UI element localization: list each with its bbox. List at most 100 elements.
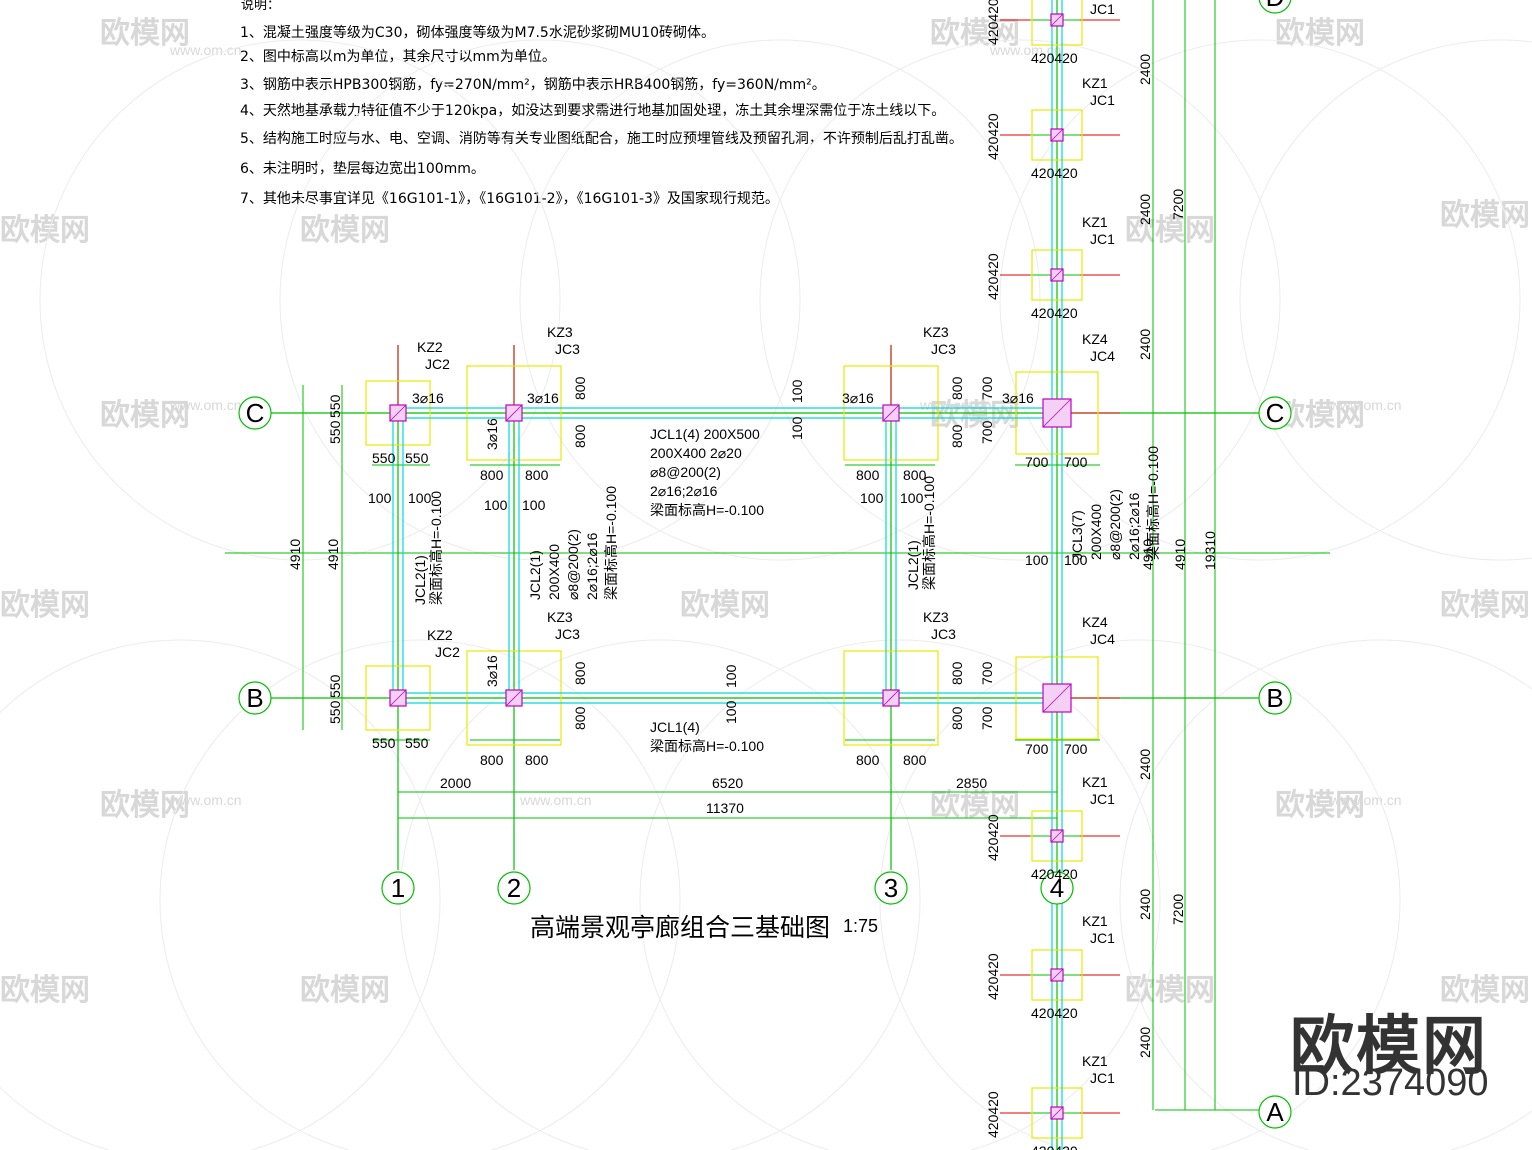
rebar-label: 3⌀16 [1002,390,1034,406]
dimension-text: 700 [979,706,995,730]
beam-label: ⌀8@200(2) [650,464,721,480]
watermark-text: 欧模网 [930,398,1020,433]
column-tag: KZ4 [1082,331,1108,347]
axis-a-circle [1258,1095,1292,1129]
footing-jc3 [843,650,939,746]
axis-4: 4 [1050,873,1064,903]
dimension-text: 700 [1064,741,1088,757]
dimension-text: 7200 [1170,894,1186,925]
dimension-text: 700 [979,420,995,444]
column-kz3-hatch [505,689,523,707]
axis-b-left-circle [238,681,272,715]
dimension-text: 2000 [440,775,471,791]
dimension-text: 550 [327,420,343,444]
watermark-arc [519,39,1041,561]
watermark-site: www.om.cn [919,397,992,413]
dimension-text: 100 [368,490,392,506]
footing-tag: JC3 [555,341,580,357]
dimension-text: 700 [1025,454,1049,470]
column-tag: KZ2 [417,339,443,355]
beam-label: 梁面标高H=-0.100 [603,486,619,600]
beam-label: 2⌀16;2⌀16 [584,532,600,600]
dimension-text: 800 [572,706,588,730]
watermark-text: 欧模网 [1125,973,1215,1008]
dimension-text: 420420 [1031,1005,1078,1021]
dimension-text: 700 [1064,454,1088,470]
footing-jc4 [1015,371,1099,455]
watermark-arc [759,39,1281,561]
footing-jc1 [1031,810,1083,862]
footings [365,0,1099,1139]
footing-jc3 [843,365,939,461]
footing-tag: JC4 [1090,631,1115,647]
dimension-text: 100 [1025,552,1049,568]
dimension-text: 4910 [1172,539,1188,570]
dimension-text: 2400 [1137,1027,1153,1058]
axis-1-circle [381,871,415,905]
dimension-text: 800 [949,424,965,448]
dimension-text: 800 [480,752,504,768]
column-kz1-hatch [1050,829,1064,843]
note-item: 1、混凝土强度等级为C30，砌体强度等级为M7.5水泥砂浆砌MU10砖砌体。 [240,25,715,41]
watermark-site: www.om.cn [1329,397,1402,413]
watermark-text: 欧模网 [0,973,90,1008]
dimension-text: 550 [372,735,396,751]
watermark-arc [1239,39,1532,561]
dimension-text: 420420 [985,1091,1001,1138]
watermark-text: 欧模网 [930,16,1020,51]
beam-label: 2⌀16;2⌀16 [650,483,718,499]
column-tag: KZ3 [547,609,573,625]
axis-2: 2 [507,873,521,903]
dimension-text: 2400 [1137,889,1153,920]
dimension-text: 2400 [1137,329,1153,360]
footing-jc1 [1031,249,1083,301]
dimension-text: 800 [856,752,880,768]
axis-b-left: B [246,683,263,713]
watermark-site: www.om.cn [989,42,1062,58]
columns [389,13,1072,1120]
dimension-text: 800 [856,467,880,483]
column-kz2-hatch [389,689,407,707]
watermark-text: 欧模网 [300,973,390,1008]
beam-label: JCL2(1) [527,550,543,600]
watermark-text: 欧模网 [1440,198,1530,233]
dimension-text: 420420 [985,253,1001,300]
watermark-text: 欧模网 [930,788,1020,823]
watermark-site: www.om.cn [1329,792,1402,808]
column-kz1-hatch [1050,128,1064,142]
dimension-text: 420420 [985,814,1001,861]
beam-label: 200X400 2⌀20 [650,445,742,461]
dimension-text: 420420 [1031,866,1078,882]
dimension-text: 420420 [1031,305,1078,321]
dimension-text: 100 [900,490,924,506]
axis-4-circle [1040,871,1074,905]
column-tag: KZ1 [1082,1053,1108,1069]
column-tag: KZ1 [1082,214,1108,230]
beam-label: 梁面标高H=-0.100 [921,476,937,590]
dimension-text: 2400 [1137,194,1153,225]
annotations: 1234CCBBDAKZ2JC2KZ3JC3KZ3JC3KZ4JC4KZ2JC2… [238,0,1292,1150]
dimension-text: 800 [525,467,549,483]
watermark-text: 欧模网 [1440,973,1530,1008]
watermark-arc [159,639,681,1150]
watermark-arc [0,639,441,1150]
footing-jc1 [1031,109,1083,161]
watermark-text: 欧模网 [1275,16,1365,51]
dimension-text: 100 [408,490,432,506]
column-kz3-hatch [882,404,900,422]
note-item: 5、结构施工时应与水、电、空调、消防等有关专业图纸配合，施工时应预埋管线及预留孔… [240,131,963,147]
dimension-text: 6520 [712,775,743,791]
dimension-text: 7200 [1170,189,1186,220]
watermark-text: 欧模网 [100,16,190,51]
dimension-text: 800 [525,752,549,768]
dimension-text: 100 [789,416,805,440]
footing-jc3 [466,650,562,746]
footing-tag: JC3 [555,626,580,642]
footing-tag: JC2 [435,644,460,660]
brand-logo: 欧模网 [1290,1010,1488,1084]
dimension-text: 19310 [1202,531,1218,570]
dimension-text: 800 [949,706,965,730]
rebar-label: 3⌀16 [484,418,500,450]
beam-label: 梁面标高H=-0.100 [428,491,444,605]
axis-b-right-circle [1258,681,1292,715]
